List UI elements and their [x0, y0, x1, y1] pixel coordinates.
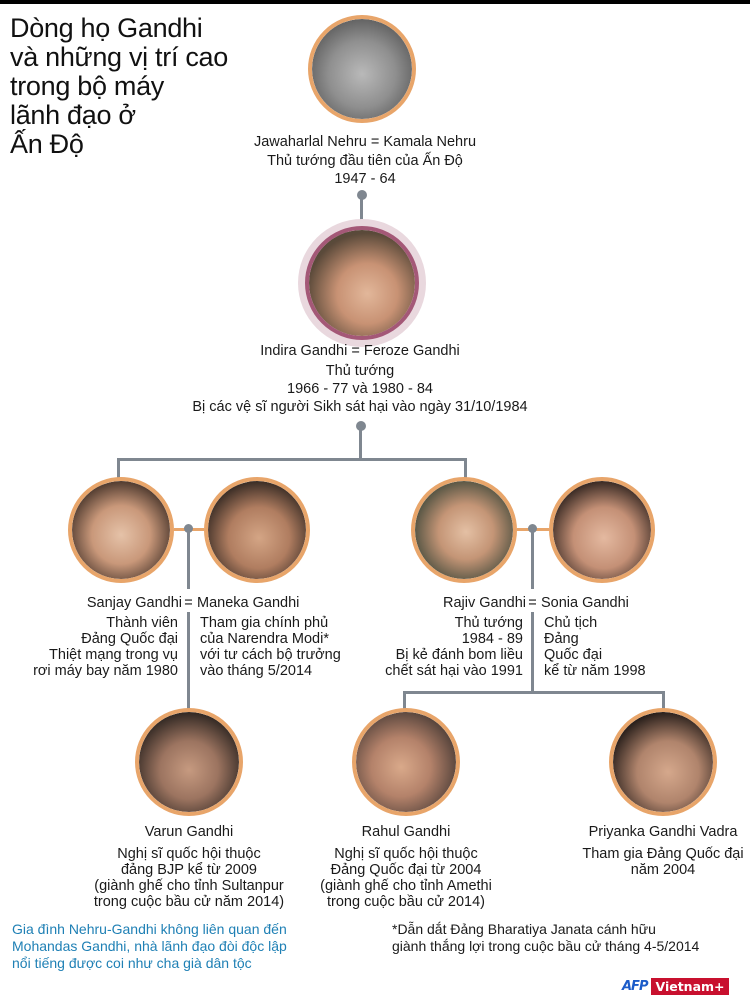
rahul-desc: Nghị sĩ quốc hội thuộc [334, 846, 478, 862]
sonia-desc: Quốc đại [544, 647, 603, 663]
portrait-nehru [308, 15, 416, 123]
sonia-desc: kể từ năm 1998 [544, 663, 646, 679]
sonia-photo-icon [553, 481, 651, 579]
priyanka-name: Priyanka Gandhi Vadra [588, 824, 738, 840]
connector-line [464, 458, 467, 480]
nehru-role: Thủ tướng đầu tiên của Ấn Độ [267, 153, 463, 169]
rahul-desc: (giành ghế cho tỉnh Amethi [320, 878, 492, 894]
sanjay-desc: Thành viên [106, 615, 178, 631]
varun-desc: (giành ghế cho tỉnh Sultanpur [94, 878, 284, 894]
maneka-desc: Tham gia chính phủ [200, 615, 329, 631]
maneka-desc: vào tháng 5/2014 [200, 663, 313, 679]
portrait-sonia [549, 477, 655, 583]
nehru-names: Jawaharlal Nehru = Kamala Nehru [253, 134, 477, 150]
varun-desc: Nghị sĩ quốc hội thuộc [117, 846, 261, 862]
nehru-photo-icon [312, 19, 412, 119]
rajiv-desc: 1984 - 89 [461, 631, 523, 647]
connector-line [403, 691, 406, 713]
priyanka-desc: Tham gia Đảng Quốc đại [582, 846, 744, 862]
connector-line [531, 530, 534, 589]
rajiv-desc: Bị kẻ đánh bom liều [395, 647, 523, 663]
indira-role: Thủ tướng [325, 363, 395, 379]
indira-photo-icon [309, 230, 415, 336]
connector-line [662, 691, 665, 713]
portrait-rajiv [411, 477, 517, 583]
rahul-photo-icon [356, 712, 456, 812]
indira-names: Indira Gandhi = Feroze Gandhi [260, 343, 460, 359]
footer-note-right: giành thắng lợi trong cuộc bầu cử tháng … [392, 938, 700, 954]
connector-line [360, 195, 363, 225]
top-bar [0, 0, 750, 4]
portrait-maneka [204, 477, 310, 583]
footer-note-left: Gia đình Nehru-Gandhi không liên quan đế… [12, 921, 287, 937]
rajiv-desc: Thủ tướng [454, 615, 523, 631]
sonia-name: Sonia Gandhi [541, 595, 629, 611]
connector-line [187, 612, 190, 710]
portrait-priyanka [609, 708, 717, 816]
connector-line [359, 426, 362, 460]
maneka-photo-icon [208, 481, 306, 579]
varun-desc: trong cuộc bầu cử năm 2014) [93, 894, 285, 910]
sanjay-desc: Đảng Quốc đại [81, 631, 178, 647]
portrait-sanjay [68, 477, 174, 583]
rajiv-photo-icon [415, 481, 513, 579]
connector-line [117, 458, 120, 480]
indira-note: Bị các vệ sĩ người Sikh sát hại vào ngày… [192, 399, 528, 415]
connector-dot [184, 524, 193, 533]
connector-line [531, 612, 534, 694]
priyanka-desc: năm 2004 [630, 862, 696, 878]
sanjay-name: Sanjay Gandhi [86, 595, 182, 611]
nehru-years: 1947 - 64 [334, 171, 396, 187]
connector-dot [528, 524, 537, 533]
sanjay-desc: Thiệt mạng trong vụ [49, 647, 178, 663]
footer-note-left: nổi tiếng được coi như cha già dân tộc [12, 955, 252, 971]
title-line: và những vị trí cao [10, 42, 228, 72]
footer-note-left: Mohandas Gandhi, nhà lãnh đạo đòi độc lậ… [12, 938, 287, 954]
marriage-eq: = [528, 595, 537, 611]
rahul-desc: Đảng Quốc đại từ 2004 [330, 862, 482, 878]
afp-logo: AFP [622, 979, 649, 994]
sanjay-photo-icon [72, 481, 170, 579]
maneka-desc: với tư cách bộ trưởng [200, 647, 341, 663]
portrait-indira [305, 226, 419, 340]
marriage-eq: = [184, 595, 193, 611]
sanjay-desc: rơi máy bay năm 1980 [33, 663, 178, 679]
indira-years: 1966 - 77 và 1980 - 84 [287, 381, 433, 397]
varun-desc: đảng BJP kể từ 2009 [120, 862, 257, 878]
maneka-name: Maneka Gandhi [197, 595, 300, 611]
title-line: trong bộ máy [10, 71, 164, 101]
varun-name: Varun Gandhi [144, 824, 234, 840]
rajiv-desc: chết sát hại vào 1991 [385, 663, 523, 679]
vietnamplus-logo: Vietnam+ [651, 978, 729, 995]
title-line: Dòng họ Gandhi [10, 13, 203, 43]
priyanka-photo-icon [613, 712, 713, 812]
title-line: lãnh đạo ở [10, 100, 136, 130]
sonia-desc: Đảng [544, 631, 579, 647]
rajiv-name: Rajiv Gandhi [442, 595, 526, 611]
page-title: Dòng họ Gandhi và những vị trí cao trong… [10, 14, 290, 159]
title-line: Ấn Độ [10, 129, 84, 159]
connector-line [187, 530, 190, 589]
source-logos: AFP Vietnam+ [622, 978, 729, 995]
footer-note-right: *Dẫn dắt Đảng Bharatiya Janata cánh hữu [392, 921, 656, 937]
maneka-desc: của Narendra Modi* [200, 631, 329, 647]
portrait-varun [135, 708, 243, 816]
rahul-name: Rahul Gandhi [361, 824, 451, 840]
varun-photo-icon [139, 712, 239, 812]
connector-line [117, 458, 467, 461]
connector-line [403, 691, 665, 694]
sonia-desc: Chủ tịch [544, 615, 598, 631]
rahul-desc: trong cuộc bầu cử 2014) [326, 894, 486, 910]
portrait-rahul [352, 708, 460, 816]
